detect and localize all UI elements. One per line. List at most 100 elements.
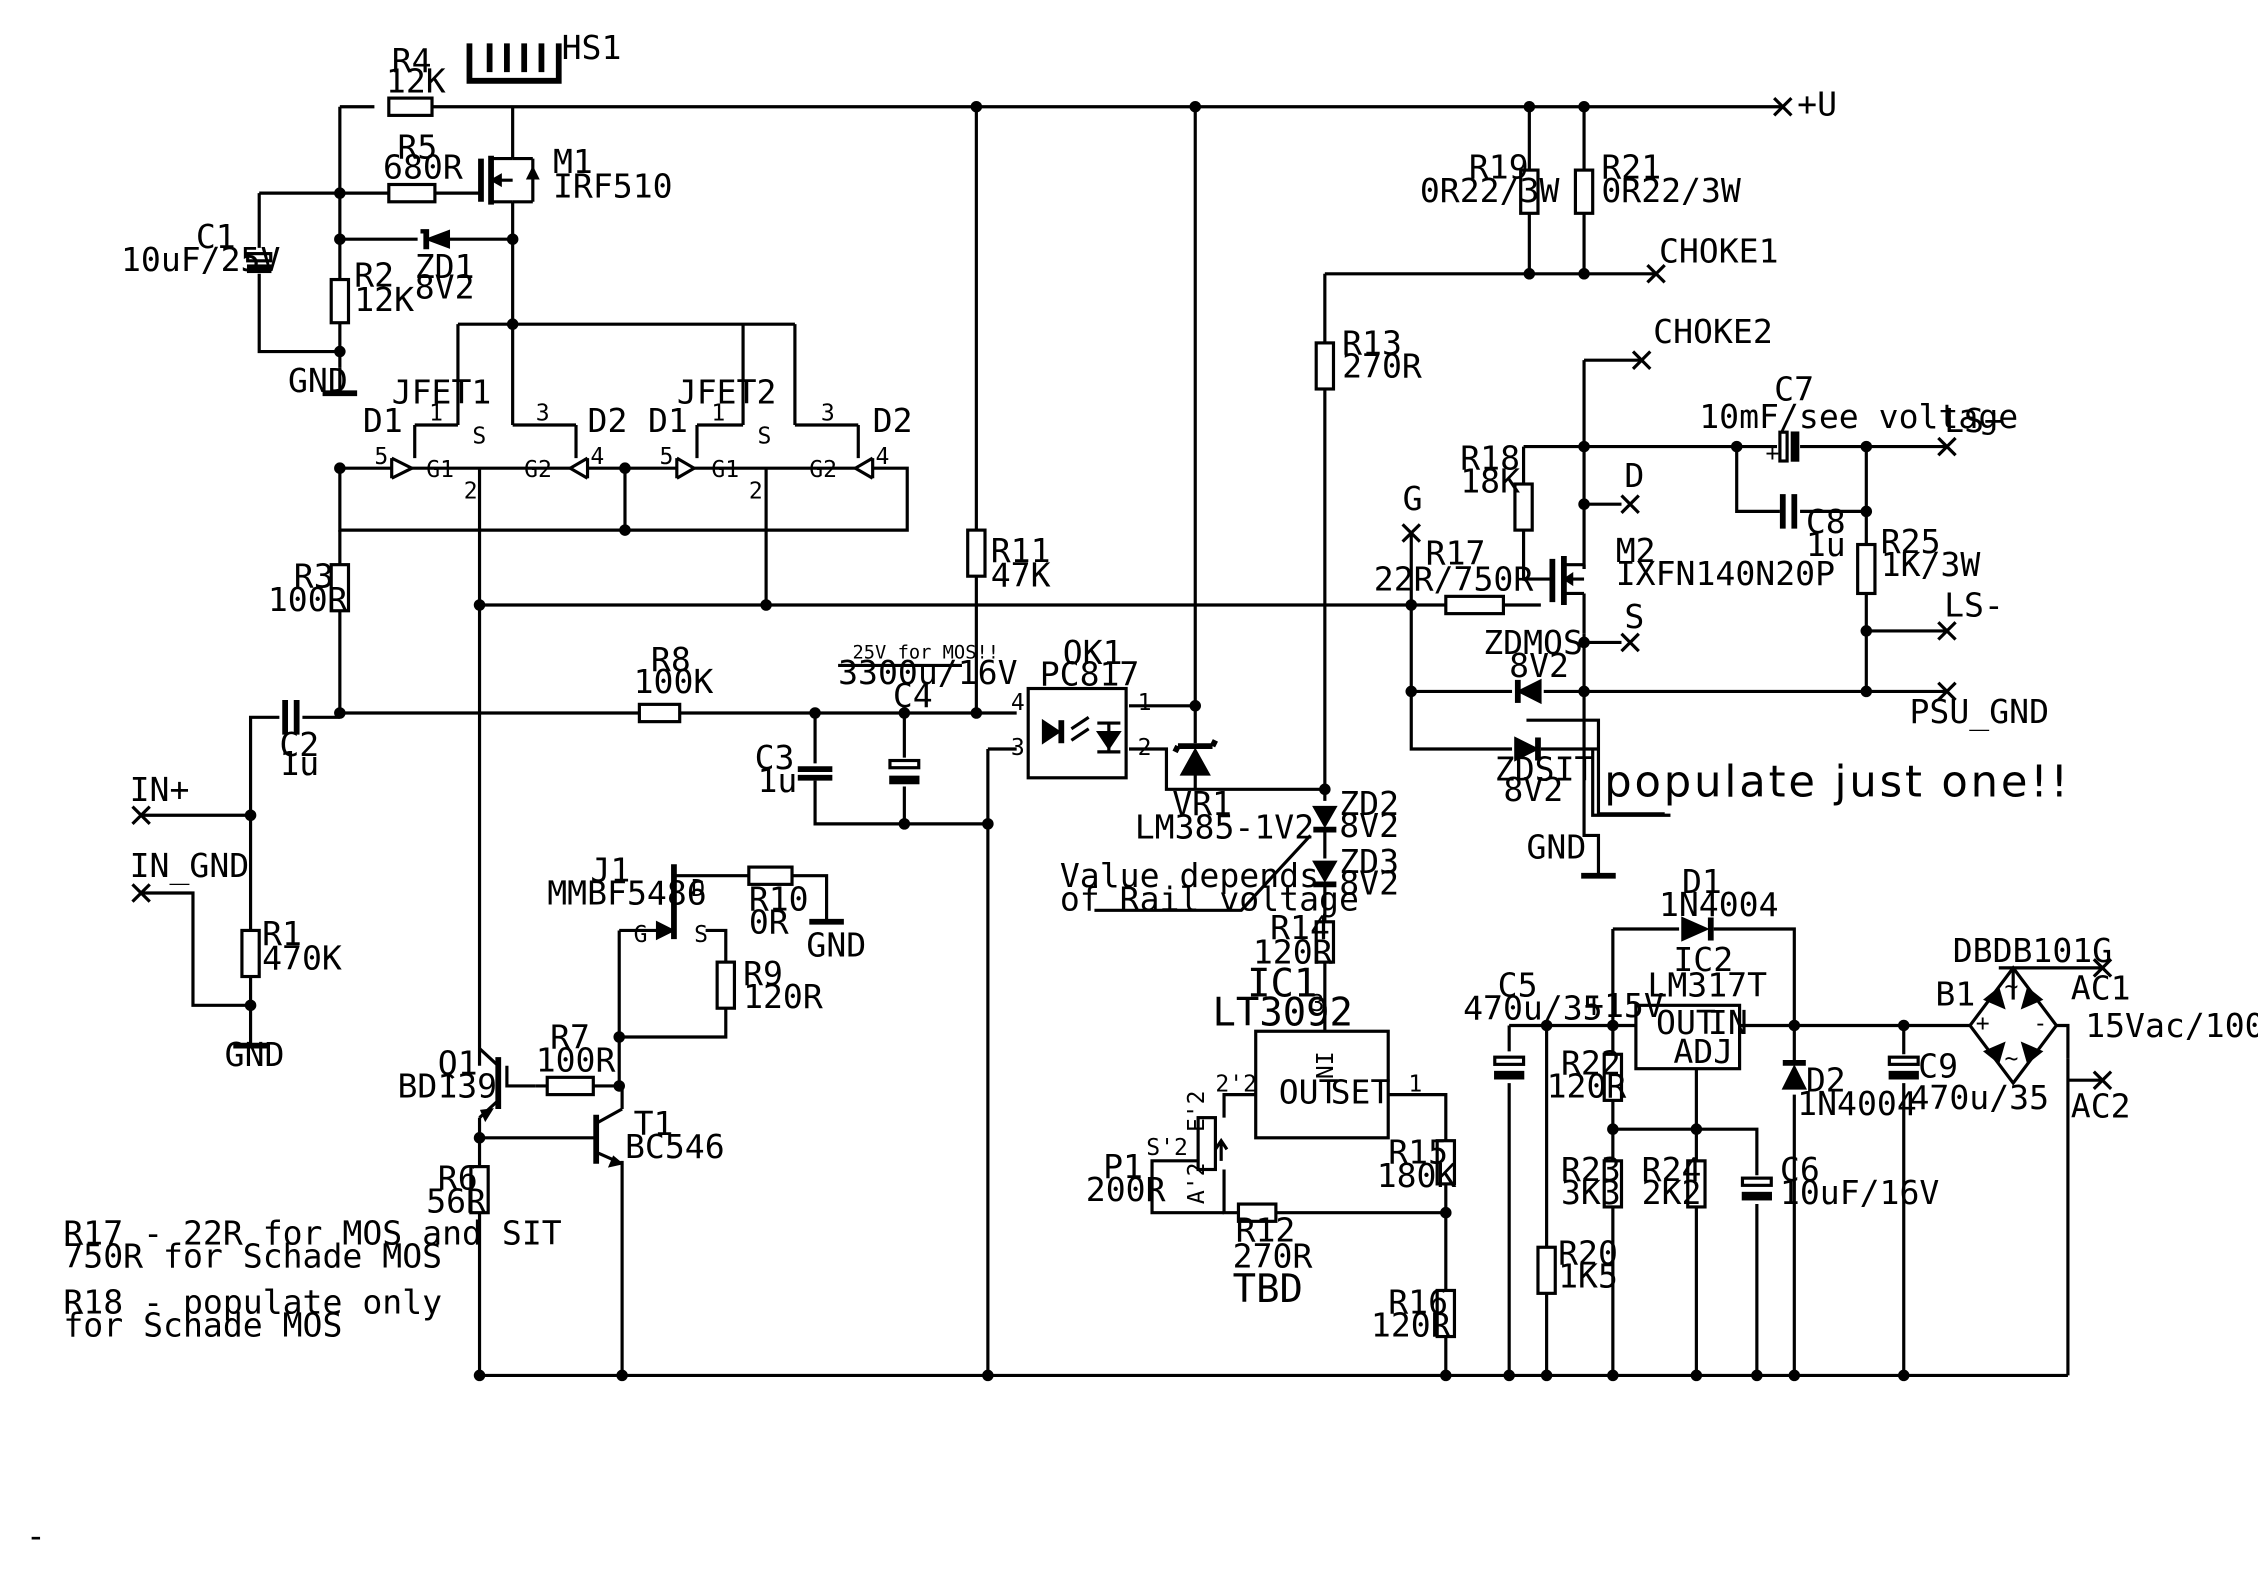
r23-value: 3K3: [1561, 1173, 1621, 1212]
c3-value: 1u: [757, 761, 797, 800]
component-labels: HS1 R4 12K R5 680R M1 IRF510 C1 10uF/25V…: [26, 28, 2258, 1555]
terminal-x-icon: [131, 805, 151, 826]
terminal-x-icon: [1646, 264, 1666, 284]
ls-plus-label: LS+: [1944, 401, 2004, 440]
r23-body: [1602, 1159, 1624, 1209]
r11-body: [966, 528, 987, 578]
r1-body: [240, 928, 261, 979]
terminal-x-icon: [1620, 494, 1640, 514]
r9-body: [715, 960, 737, 1010]
r11-value: 47K: [991, 555, 1051, 594]
ac1-label: AC1: [2071, 969, 2131, 1008]
jfet2-d1: D1: [648, 401, 688, 440]
zd1-label: ZD1: [415, 247, 475, 286]
r17-body: [1444, 594, 1505, 616]
zd1-value: 8V2: [415, 267, 475, 306]
j1-d: D: [691, 876, 705, 902]
r25-value: 1K/3W: [1881, 545, 1981, 584]
r13-body: [1314, 341, 1336, 391]
jfet2-s: S: [757, 424, 771, 450]
p1-e2: E'2: [1184, 1090, 1210, 1132]
m2-value: IXFN140N20P: [1616, 554, 1835, 593]
c6-label: C6: [1780, 1150, 1820, 1189]
b1-plus: +: [1976, 1011, 1990, 1037]
jfet1-d1: D1: [363, 401, 403, 440]
jfet1-pin4: 4: [590, 444, 604, 470]
gnd-label-3: GND: [806, 925, 866, 964]
capacitors: [246, 252, 1920, 1201]
c2-value: 1u: [279, 744, 319, 783]
r3-body: [329, 563, 351, 613]
d2-label: D2: [1806, 1061, 1846, 1100]
r15-label: R15: [1388, 1133, 1448, 1172]
c1-value: 10uF/25V: [121, 240, 281, 279]
jfet2-pin4: 4: [876, 444, 890, 470]
zd2-value: 8V2: [1339, 806, 1399, 845]
gnd-label-1: GND: [288, 361, 348, 400]
r24-body: [1686, 1159, 1707, 1209]
r12-body: [1236, 1202, 1278, 1223]
plus15v-label: +15V: [1584, 986, 1664, 1025]
jfet2-pin5: 5: [660, 444, 674, 470]
j1-s: S: [694, 922, 708, 948]
terminal-x-icon: [2092, 958, 2113, 978]
c7-plus: +: [1766, 441, 1780, 467]
r14-label: R14: [1270, 908, 1330, 947]
r1-value: 470K: [262, 938, 342, 977]
populate-note: populate just one!!: [1604, 758, 2071, 808]
c4-label: C4: [893, 676, 933, 715]
m1-label: M1: [553, 142, 593, 181]
note-r18-line1: R18 - populate only: [63, 1282, 442, 1321]
vr1-label: VR1: [1172, 784, 1232, 823]
terminal-x-icon: [2092, 1070, 2113, 1090]
ic2-out: OUT: [1656, 1003, 1716, 1042]
r25-body: [1856, 542, 1877, 596]
jfet2-g1: G1: [711, 457, 739, 483]
terminal-x-icon: [131, 883, 151, 903]
c7-label: C7: [1774, 370, 1814, 409]
b1-tilde-top: ~: [2005, 974, 2019, 1000]
r25-label: R25: [1881, 522, 1941, 561]
ic2-value: LM317T: [1647, 966, 1767, 1005]
d-terminal-label: D: [1624, 456, 1644, 495]
c1-label: C1: [196, 217, 236, 256]
rail-note-1: Value depends: [1060, 856, 1319, 895]
r4-label: R4: [392, 41, 432, 80]
hs1-label: HS1: [562, 28, 622, 67]
r20-body: [1536, 1245, 1557, 1295]
ground-symbols: [233, 390, 1616, 1049]
ok1-value: PC817: [1040, 655, 1140, 694]
terminal-x-icon: [1937, 436, 1957, 457]
jfet1-pin2: 2: [464, 478, 478, 504]
ic2-adj: ADJ: [1673, 1032, 1733, 1071]
r13-value: 270R: [1342, 346, 1422, 385]
note-r17-line2: 750R for Schade MOS: [63, 1236, 442, 1275]
zd2-label: ZD2: [1339, 784, 1399, 823]
r12-label: R12: [1236, 1210, 1296, 1249]
r21-label: R21: [1601, 148, 1661, 187]
ic2-label: IC2: [1673, 940, 1733, 979]
r14-value: 120R: [1253, 933, 1333, 972]
r13-label: R13: [1342, 323, 1402, 362]
r18-label: R18: [1460, 439, 1520, 478]
r18-body: [1513, 482, 1534, 532]
gnd-label-4: GND: [1526, 827, 1586, 866]
p1-s2: S'2: [1146, 1135, 1188, 1161]
ic1-value: LT3092: [1213, 990, 1353, 1035]
terminal-x-icon: [1773, 96, 1793, 117]
junctions: [244, 100, 1910, 1382]
r5-value: 680R: [383, 148, 463, 187]
jfet1-pin5: 5: [374, 444, 388, 470]
jfet1-pin1: 1: [429, 401, 443, 427]
c7-value: 10mF/see voltage: [1699, 397, 2018, 436]
vr1-value: LM385-1V2: [1135, 807, 1314, 846]
terminal-x-icon: [1937, 621, 1957, 641]
r19-body: [1519, 168, 1540, 215]
c8-label: C8: [1806, 502, 1846, 541]
r22-label: R22: [1561, 1043, 1621, 1082]
jfet2-pin2: 2: [749, 478, 763, 504]
zdsit-label: ZDSIT: [1495, 750, 1595, 789]
terminal-markers: [131, 96, 2113, 1090]
c9-label: C9: [1918, 1046, 1958, 1085]
